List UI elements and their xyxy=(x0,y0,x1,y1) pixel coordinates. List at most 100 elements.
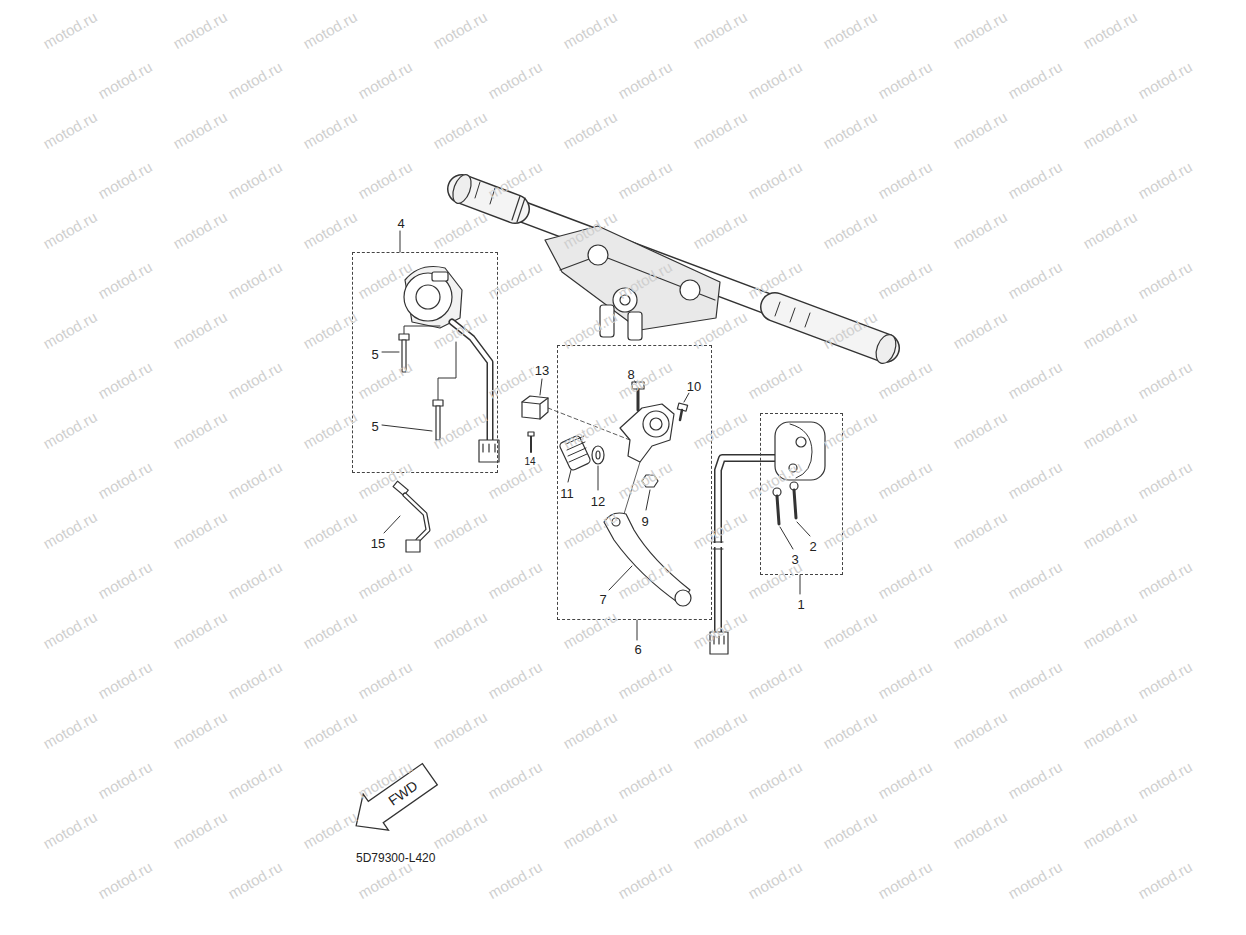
callout-number: 4 xyxy=(396,217,405,230)
watermark: motod.ru xyxy=(486,659,545,702)
watermark: motod.ru xyxy=(1006,159,1065,202)
watermark: motod.ru xyxy=(876,159,935,202)
watermark: motod.ru xyxy=(226,159,285,202)
watermark: motod.ru xyxy=(41,409,100,452)
callout-number: 2 xyxy=(808,540,817,553)
watermark: motod.ru xyxy=(96,59,155,102)
watermark: motod.ru xyxy=(1081,309,1140,352)
watermark: motod.ru xyxy=(951,209,1010,252)
watermark: motod.ru xyxy=(1081,709,1140,752)
watermark: motod.ru xyxy=(1081,609,1140,652)
watermark: motod.ru xyxy=(746,159,805,202)
watermark: motod.ru xyxy=(1006,259,1065,302)
watermark: motod.ru xyxy=(431,509,490,552)
watermark: motod.ru xyxy=(821,509,880,552)
watermark: motod.ru xyxy=(1081,109,1140,152)
watermark: motod.ru xyxy=(41,309,100,352)
watermark: motod.ru xyxy=(226,859,285,902)
watermark: motod.ru xyxy=(96,259,155,302)
watermark: motod.ru xyxy=(431,609,490,652)
callout-number: 1 xyxy=(796,598,805,611)
callout-number: 13 xyxy=(534,364,550,377)
watermark: motod.ru xyxy=(746,759,805,802)
watermark: motod.ru xyxy=(691,9,750,52)
watermark: motod.ru xyxy=(96,759,155,802)
watermark: motod.ru xyxy=(486,559,545,602)
watermark: motod.ru xyxy=(171,509,230,552)
callout-number: 6 xyxy=(633,643,642,656)
watermark: motod.ru xyxy=(41,9,100,52)
watermark: motod.ru xyxy=(96,559,155,602)
watermark: motod.ru xyxy=(96,159,155,202)
watermark: motod.ru xyxy=(1006,859,1065,902)
watermark: motod.ru xyxy=(951,609,1010,652)
watermark: motod.ru xyxy=(821,409,880,452)
handlebar xyxy=(449,172,899,366)
drawing-code: 5D79300-L420 xyxy=(355,852,436,864)
watermark: motod.ru xyxy=(951,709,1010,752)
watermark: motod.ru xyxy=(171,109,230,152)
left-switch xyxy=(399,267,499,463)
watermark: motod.ru xyxy=(951,309,1010,352)
watermark: motod.ru xyxy=(1006,459,1065,502)
watermark: motod.ru xyxy=(691,809,750,852)
watermark: motod.ru xyxy=(1136,359,1195,402)
watermark: motod.ru xyxy=(746,859,805,902)
watermark: motod.ru xyxy=(746,359,805,402)
watermark: motod.ru xyxy=(1081,409,1140,452)
watermark: motod.ru xyxy=(301,809,360,852)
watermark: motod.ru xyxy=(96,659,155,702)
watermark: motod.ru xyxy=(226,59,285,102)
watermark: motod.ru xyxy=(301,109,360,152)
watermark: motod.ru xyxy=(1136,59,1195,102)
watermark: motod.ru xyxy=(1006,659,1065,702)
watermark: motod.ru xyxy=(1081,9,1140,52)
watermark: motod.ru xyxy=(486,259,545,302)
watermark: motod.ru xyxy=(951,809,1010,852)
watermark: motod.ru xyxy=(171,709,230,752)
watermark: motod.ru xyxy=(301,409,360,452)
watermark: motod.ru xyxy=(691,209,750,252)
watermark: motod.ru xyxy=(356,559,415,602)
watermark: motod.ru xyxy=(41,709,100,752)
watermark: motod.ru xyxy=(876,359,935,402)
watermark: motod.ru xyxy=(41,509,100,552)
watermark: motod.ru xyxy=(301,309,360,352)
callout-number: 12 xyxy=(590,495,606,508)
watermark: motod.ru xyxy=(41,609,100,652)
watermark: motod.ru xyxy=(171,309,230,352)
watermark: motod.ru xyxy=(821,809,880,852)
watermark: motod.ru xyxy=(1136,159,1195,202)
watermark: motod.ru xyxy=(561,809,620,852)
watermark: motod.ru xyxy=(1136,759,1195,802)
callout-number: 5 xyxy=(370,348,379,361)
watermark: motod.ru xyxy=(226,759,285,802)
watermark: motod.ru xyxy=(561,609,620,652)
arrow-shape xyxy=(344,756,443,844)
watermark: motod.ru xyxy=(821,709,880,752)
watermark: motod.ru xyxy=(876,759,935,802)
watermark: motod.ru xyxy=(171,9,230,52)
watermark: motod.ru xyxy=(691,409,750,452)
watermark: motod.ru xyxy=(431,209,490,252)
watermark: motod.ru xyxy=(561,109,620,152)
watermark: motod.ru xyxy=(951,9,1010,52)
leader-lines xyxy=(382,231,810,640)
watermark: motod.ru xyxy=(821,9,880,52)
watermark: motod.ru xyxy=(951,109,1010,152)
watermark: motod.ru xyxy=(821,609,880,652)
watermark: motod.ru xyxy=(1136,859,1195,902)
watermark: motod.ru xyxy=(561,9,620,52)
watermark: motod.ru xyxy=(226,459,285,502)
watermark: motod.ru xyxy=(616,659,675,702)
watermark: motod.ru xyxy=(301,9,360,52)
watermark: motod.ru xyxy=(1081,509,1140,552)
watermark: motod.ru xyxy=(1081,209,1140,252)
callout-number: 9 xyxy=(640,515,649,528)
watermark: motod.ru xyxy=(821,209,880,252)
watermark: motod.ru xyxy=(226,659,285,702)
watermark: motod.ru xyxy=(301,709,360,752)
watermark: motod.ru xyxy=(226,259,285,302)
watermark: motod.ru xyxy=(356,859,415,902)
watermark: motod.ru xyxy=(171,409,230,452)
